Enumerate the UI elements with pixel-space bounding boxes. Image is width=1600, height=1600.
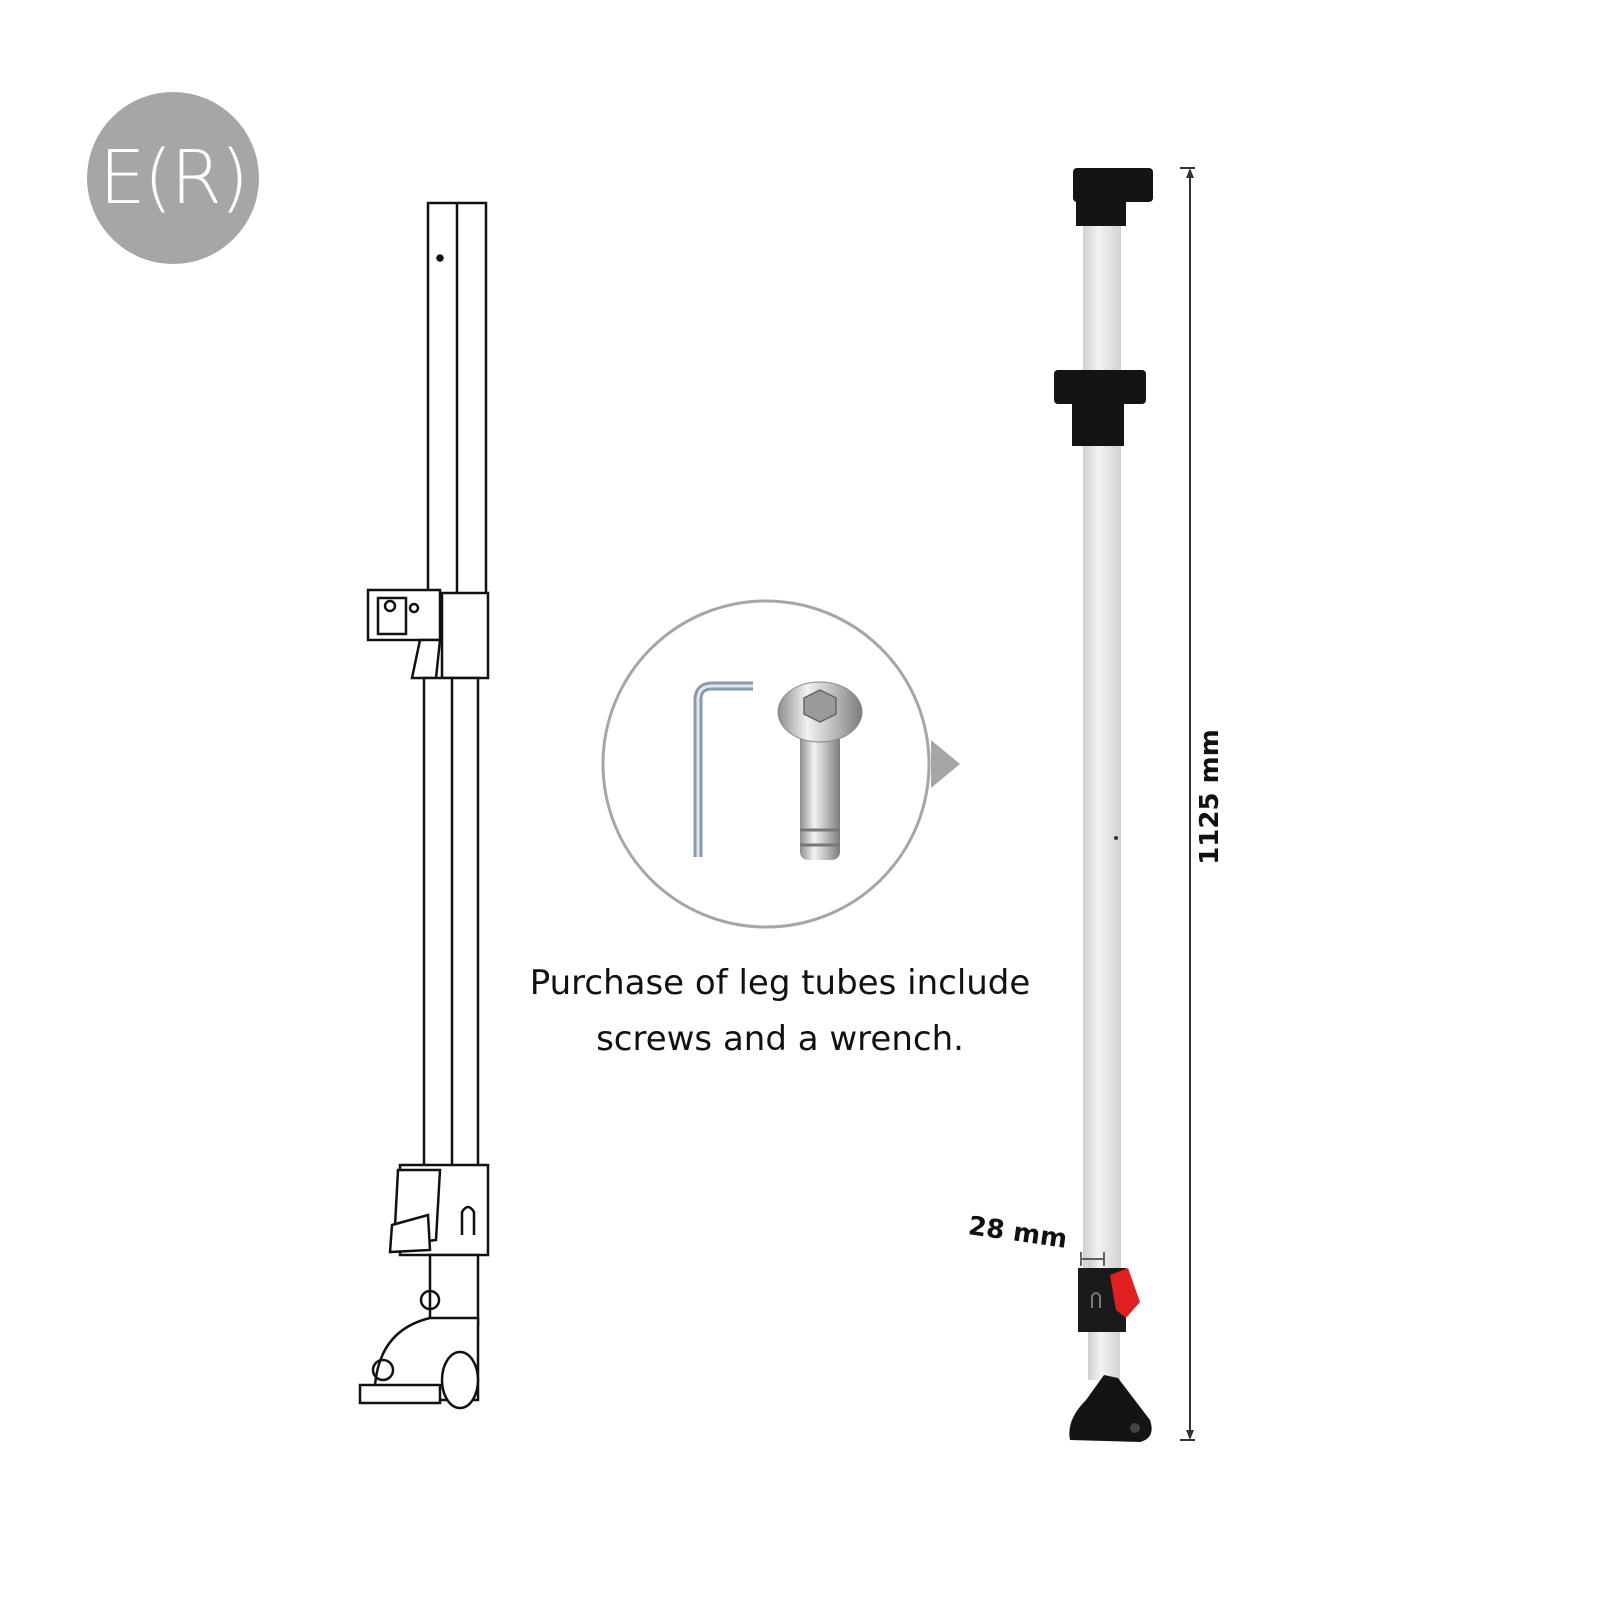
top-connector <box>1073 168 1153 226</box>
screw-icon <box>777 681 863 860</box>
red-lever <box>1110 1268 1140 1318</box>
hex-wrench-icon <box>693 681 753 857</box>
callout-pointer-icon <box>931 740 960 788</box>
caption-line-2: screws and a wrench. <box>596 1019 964 1059</box>
variant-badge: E(R) <box>87 92 259 264</box>
variant-label: E(R) <box>99 135 249 221</box>
height-dimension-label: 1125 mm <box>1195 729 1225 865</box>
accessories-caption: Purchase of leg tubes include screws and… <box>480 955 1080 1067</box>
caption-line-1: Purchase of leg tubes include <box>529 963 1031 1003</box>
foot-plate <box>1069 1375 1152 1442</box>
middle-connector <box>1054 370 1146 446</box>
